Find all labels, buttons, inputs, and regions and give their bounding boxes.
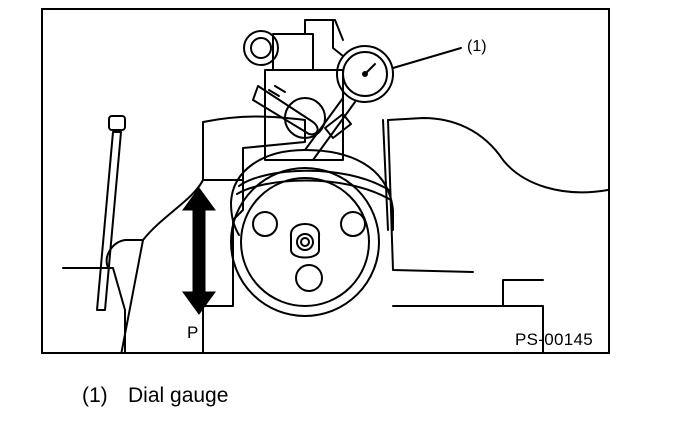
engine-cover-inner <box>387 119 474 273</box>
reservoir-cap <box>243 30 279 66</box>
double-headed-vertical-arrow-icon <box>182 187 216 315</box>
pulley-hub <box>289 223 321 259</box>
pulley-hole-left <box>252 211 278 237</box>
pulley-face <box>230 167 380 317</box>
engine-block-outline <box>202 115 306 181</box>
pulley-rim-back <box>230 149 394 231</box>
pulley-hole-bottom <box>295 264 323 292</box>
pump-lever <box>252 85 319 136</box>
force-label: P <box>187 323 199 342</box>
figure-id: PS-00145 <box>515 330 594 349</box>
pump-body <box>264 69 344 161</box>
callout-label: (1) <box>467 38 487 55</box>
dial-gauge-face <box>336 45 394 103</box>
leader-line <box>392 47 462 69</box>
legend: (1) Dial gauge <box>82 384 228 408</box>
pulley-hole-right <box>340 211 366 237</box>
engine-left-lip <box>105 239 144 269</box>
figure-frame: (1) P PS-00145 <box>41 8 610 354</box>
dial-gauge-clamp <box>324 113 352 139</box>
legend-item-text: Dial gauge <box>128 384 229 407</box>
dipstick-cap <box>108 115 126 131</box>
power-steering-pump-illustration <box>62 19 608 352</box>
dial-gauge-stem <box>304 97 344 151</box>
pump-reservoir <box>272 33 314 71</box>
dial-gauge-arm <box>312 19 344 41</box>
engine-base-right-step <box>502 279 544 307</box>
engine-base-right <box>392 305 544 352</box>
legend-item-number: (1) <box>82 384 108 407</box>
bracket-right-vertical <box>382 119 389 231</box>
engine-cover-right <box>387 117 608 194</box>
pump-knob <box>284 97 326 139</box>
dipstick-rod <box>96 131 122 311</box>
engine-base-left <box>62 267 126 352</box>
